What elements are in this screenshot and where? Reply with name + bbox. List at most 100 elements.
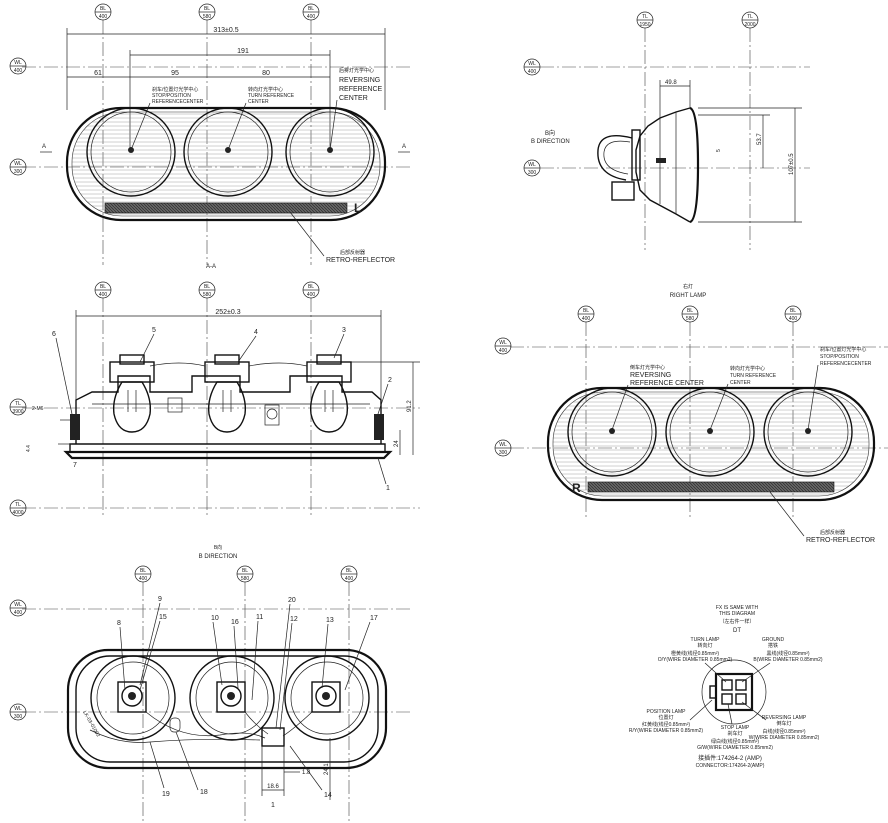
svg-text:A: A — [42, 144, 46, 150]
svg-text:红黄线(线径0.85mm²): 红黄线(线径0.85mm²) — [642, 721, 690, 728]
svg-text:REFERENCE CENTER: REFERENCE CENTER — [630, 380, 704, 387]
svg-text:TL: TL — [642, 14, 648, 20]
svg-text:15: 15 — [159, 614, 167, 621]
svg-text:11: 11 — [256, 614, 263, 621]
svg-text:400: 400 — [345, 576, 354, 582]
rl-wl-mid: WL 300 — [494, 439, 512, 457]
svg-text:80: 80 — [262, 70, 270, 77]
bulb-right — [306, 354, 352, 433]
svg-text:TL: TL — [15, 502, 21, 508]
rl-wl-top: WL 400 — [494, 337, 512, 355]
svg-text:BL: BL — [687, 308, 693, 314]
svg-text:倒车灯: 倒车灯 — [776, 720, 791, 727]
svg-text:24.1: 24.1 — [324, 763, 330, 775]
svg-text:49.8: 49.8 — [665, 80, 677, 86]
svg-text:400: 400 — [582, 316, 591, 322]
sec-bl-1: BL 400 — [94, 281, 112, 299]
section-view: BL 400 BL 580 BL 400 TL 3900 TL 4000 — [9, 281, 420, 517]
svg-text:5: 5 — [716, 149, 722, 152]
connector-detail: FX IS SAME WITH THIS DIAGRAM （左右件一样） DT … — [629, 605, 823, 769]
right-lamp-view: 右灯 RIGHT LAMP BL 400 BL 580 BL 400 WL — [494, 283, 888, 544]
svg-text:18.6: 18.6 — [267, 784, 279, 790]
bl-bubble-2: BL 580 — [198, 3, 216, 21]
svg-text:13: 13 — [326, 617, 334, 624]
rv-bl-1: BL 400 — [134, 565, 152, 583]
side-wl-top: WL 400 — [523, 58, 541, 76]
sec-bl-3: BL 400 — [302, 281, 320, 299]
svg-text:STOP/POSITION: STOP/POSITION — [820, 354, 859, 360]
sec-tl-4000: TL 4000 — [9, 499, 27, 517]
rv-bl-3: BL 400 — [340, 565, 358, 583]
svg-text:WL: WL — [499, 442, 507, 448]
svg-text:A-A: A-A — [206, 264, 216, 270]
retro-reflector-strip — [104, 202, 348, 214]
svg-text:黑线(线径0.85mm²): 黑线(线径0.85mm²) — [766, 650, 809, 657]
svg-text:WL: WL — [14, 706, 22, 712]
svg-text:O/Y(WIRE DIAMETER 0.85mm2): O/Y(WIRE DIAMETER 0.85mm2) — [658, 657, 733, 663]
svg-text:7: 7 — [73, 462, 77, 469]
svg-text:400: 400 — [139, 576, 148, 582]
svg-text:RIGHT LAMP: RIGHT LAMP — [670, 293, 707, 299]
svg-text:RETRO-REFLECTOR: RETRO-REFLECTOR — [326, 257, 395, 264]
svg-text:POSITION LAMP: POSITION LAMP — [647, 709, 687, 715]
svg-text:GROUND: GROUND — [762, 637, 785, 643]
svg-text:B向: B向 — [214, 544, 222, 551]
svg-text:右灯: 右灯 — [683, 283, 693, 290]
svg-text:绿白线(线径0.85mm²): 绿白线(线径0.85mm²) — [711, 738, 759, 745]
svg-text:300: 300 — [14, 714, 23, 720]
svg-text:BL: BL — [204, 6, 210, 12]
svg-text:BL: BL — [242, 568, 248, 574]
svg-text:95: 95 — [171, 70, 179, 77]
svg-text:5: 5 — [152, 327, 156, 334]
svg-text:191: 191 — [237, 48, 249, 55]
svg-text:CENTER: CENTER — [248, 99, 269, 105]
bulb-left — [109, 354, 155, 433]
svg-text:刹车/位置灯光学中心: 刹车/位置灯光学中心 — [152, 86, 198, 93]
svg-text:580: 580 — [203, 14, 212, 20]
svg-text:WL: WL — [499, 340, 507, 346]
svg-text:G/W(WIRE DIAMETER 0.85mm2): G/W(WIRE DIAMETER 0.85mm2) — [697, 745, 773, 751]
svg-text:CONNECTOR:174264-2(AMP): CONNECTOR:174264-2(AMP) — [696, 763, 765, 769]
svg-text:24: 24 — [394, 440, 400, 447]
rear-socket-left — [117, 681, 147, 713]
svg-text:REVERSING: REVERSING — [339, 77, 380, 84]
svg-text:REFERENCE: REFERENCE — [339, 86, 383, 93]
bulb-middle — [204, 354, 250, 433]
svg-text:20: 20 — [288, 597, 296, 604]
svg-text:CENTER: CENTER — [730, 380, 751, 386]
svg-text:REVERSING: REVERSING — [630, 372, 671, 379]
svg-text:19: 19 — [162, 791, 170, 798]
svg-text:TURN REFERENCE: TURN REFERENCE — [248, 93, 295, 99]
svg-text:400: 400 — [307, 14, 316, 20]
svg-text:107±0.5: 107±0.5 — [789, 153, 795, 175]
svg-text:位置灯: 位置灯 — [658, 714, 673, 721]
svg-text:1950: 1950 — [639, 22, 650, 28]
svg-text:RETRO-REFLECTOR: RETRO-REFLECTOR — [806, 537, 875, 544]
svg-text:THIS DIAGRAM: THIS DIAGRAM — [719, 611, 755, 617]
svg-text:12: 12 — [290, 616, 298, 623]
svg-text:2000: 2000 — [744, 22, 755, 28]
svg-text:580: 580 — [203, 292, 212, 298]
svg-text:转向灯光学中心: 转向灯光学中心 — [730, 365, 765, 372]
bl-bubble-3: BL 400 — [302, 3, 320, 21]
svg-text:580: 580 — [686, 316, 695, 322]
svg-text:DT: DT — [733, 628, 741, 634]
svg-text:BL: BL — [346, 568, 352, 574]
rear-socket-right — [311, 681, 341, 713]
rl-bl-2: BL 580 — [681, 305, 699, 323]
svg-text:B DIRECTION: B DIRECTION — [199, 554, 238, 560]
svg-text:B(WIRE DIAMETER 0.85mm2): B(WIRE DIAMETER 0.85mm2) — [753, 657, 823, 663]
svg-text:300: 300 — [14, 169, 23, 175]
svg-text:REVERSING LAMP: REVERSING LAMP — [762, 715, 807, 721]
svg-text:后部反射器: 后部反射器 — [820, 529, 845, 536]
svg-text:WL: WL — [528, 61, 536, 67]
svg-text:白线(线径0.85mm²): 白线(线径0.85mm²) — [762, 728, 805, 735]
wl-bubble-top: WL 400 — [9, 57, 27, 75]
svg-text:4.4: 4.4 — [26, 445, 32, 452]
svg-text:3900: 3900 — [12, 409, 23, 415]
svg-text:接插件:174264-2 (AMP): 接插件:174264-2 (AMP) — [698, 754, 762, 762]
rl-retro-reflector-strip — [587, 481, 835, 493]
rv-wl-top: WL 400 — [9, 599, 27, 617]
rear-socket-middle — [216, 681, 246, 713]
svg-text:400: 400 — [528, 69, 537, 75]
